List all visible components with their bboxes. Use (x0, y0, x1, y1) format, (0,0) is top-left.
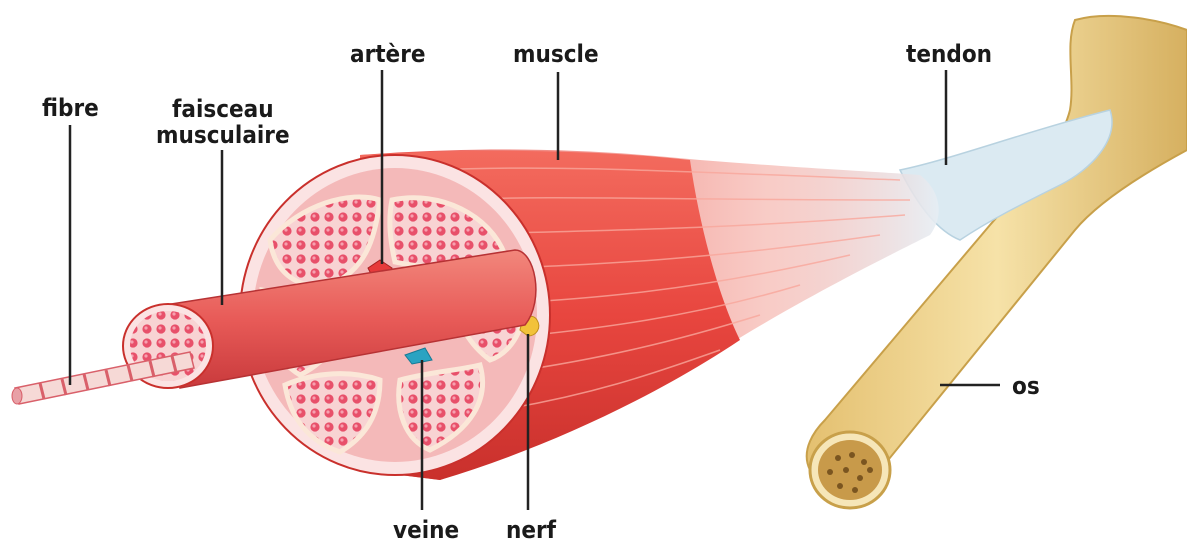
label-artere: artère (350, 42, 426, 66)
label-faisceau-line2: musculaire (156, 122, 290, 148)
label-faisceau-line1: faisceau (156, 96, 290, 122)
label-faisceau-musculaire: faisceau musculaire (156, 96, 290, 148)
label-nerf: nerf (506, 518, 556, 542)
label-veine: veine (393, 518, 459, 542)
label-tendon: tendon (906, 42, 992, 66)
label-os: os (1012, 374, 1040, 398)
label-fibre: fibre (42, 96, 99, 120)
label-muscle: muscle (513, 42, 599, 66)
